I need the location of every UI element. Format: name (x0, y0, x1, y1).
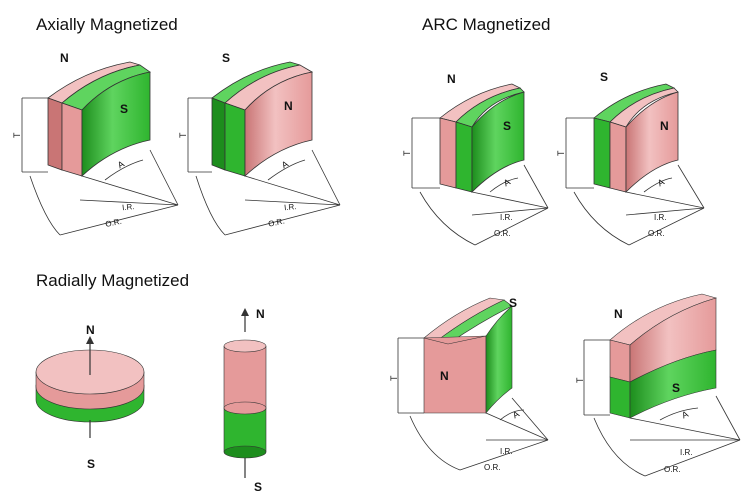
arc-heading: ARC Magnetized (422, 15, 551, 34)
outer-radius-label: O.R. (648, 229, 664, 238)
inner-radius-label: I.R. (122, 202, 135, 212)
south-label: S (509, 296, 517, 310)
north-label: N (256, 307, 265, 321)
thickness-label: T (402, 150, 412, 156)
outer-radius-label: O.R. (267, 216, 285, 228)
radial-cylinder-magnet: N S (223, 307, 267, 494)
axial-arc-magnet-1: N S T A I.R. O.R. (12, 51, 179, 236)
thickness-label: T (575, 377, 585, 383)
thickness-label: T (556, 150, 566, 156)
angle-label: A (280, 159, 290, 171)
north-label: N (614, 307, 623, 321)
inner-radius-label: I.R. (680, 448, 692, 457)
south-label: S (222, 51, 230, 65)
thickness-label: T (389, 375, 399, 381)
angle-label: A (502, 177, 512, 189)
inner-radius-label: I.R. (284, 202, 297, 212)
north-label: N (440, 369, 449, 383)
south-label: S (672, 381, 680, 395)
south-label: S (120, 102, 128, 116)
south-label: S (600, 70, 608, 84)
arc-magnet-1: N S T A I.R. O.R. (402, 72, 549, 246)
north-label: N (660, 119, 669, 133)
outer-radius-label: O.R. (494, 229, 510, 238)
north-label: N (447, 72, 456, 86)
arc-magnet-2: S N T A I.R. O.R. (556, 70, 705, 246)
north-label: N (60, 51, 69, 65)
south-label: S (254, 480, 262, 494)
angle-label: A (656, 177, 666, 189)
south-label: S (87, 457, 95, 471)
north-label: N (86, 323, 95, 337)
south-label: S (503, 119, 511, 133)
thickness-label: T (12, 132, 22, 138)
outer-radius-label: O.R. (484, 463, 500, 472)
axial-arc-magnet-2: S N T A I.R. O.R. (178, 51, 341, 236)
radial-heading: Radially Magnetized (36, 271, 190, 290)
radial-arc-magnet-1: N S T A I.R. O.R. (389, 296, 549, 472)
angle-label: A (116, 159, 126, 171)
angle-label: A (511, 409, 521, 421)
radial-disc-magnet: N S (35, 323, 145, 471)
inner-radius-label: I.R. (500, 213, 512, 222)
thickness-label: T (178, 132, 188, 138)
outer-radius-label: O.R. (664, 465, 680, 474)
outer-radius-label: O.R. (104, 217, 122, 229)
axial-heading: Axially Magnetized (36, 15, 178, 34)
north-label: N (284, 99, 293, 113)
inner-radius-label: I.R. (654, 213, 666, 222)
radial-arc-magnet-2: N S T A I.R. O.R. (575, 293, 741, 477)
angle-label: A (680, 409, 690, 421)
inner-radius-label: I.R. (500, 447, 512, 456)
